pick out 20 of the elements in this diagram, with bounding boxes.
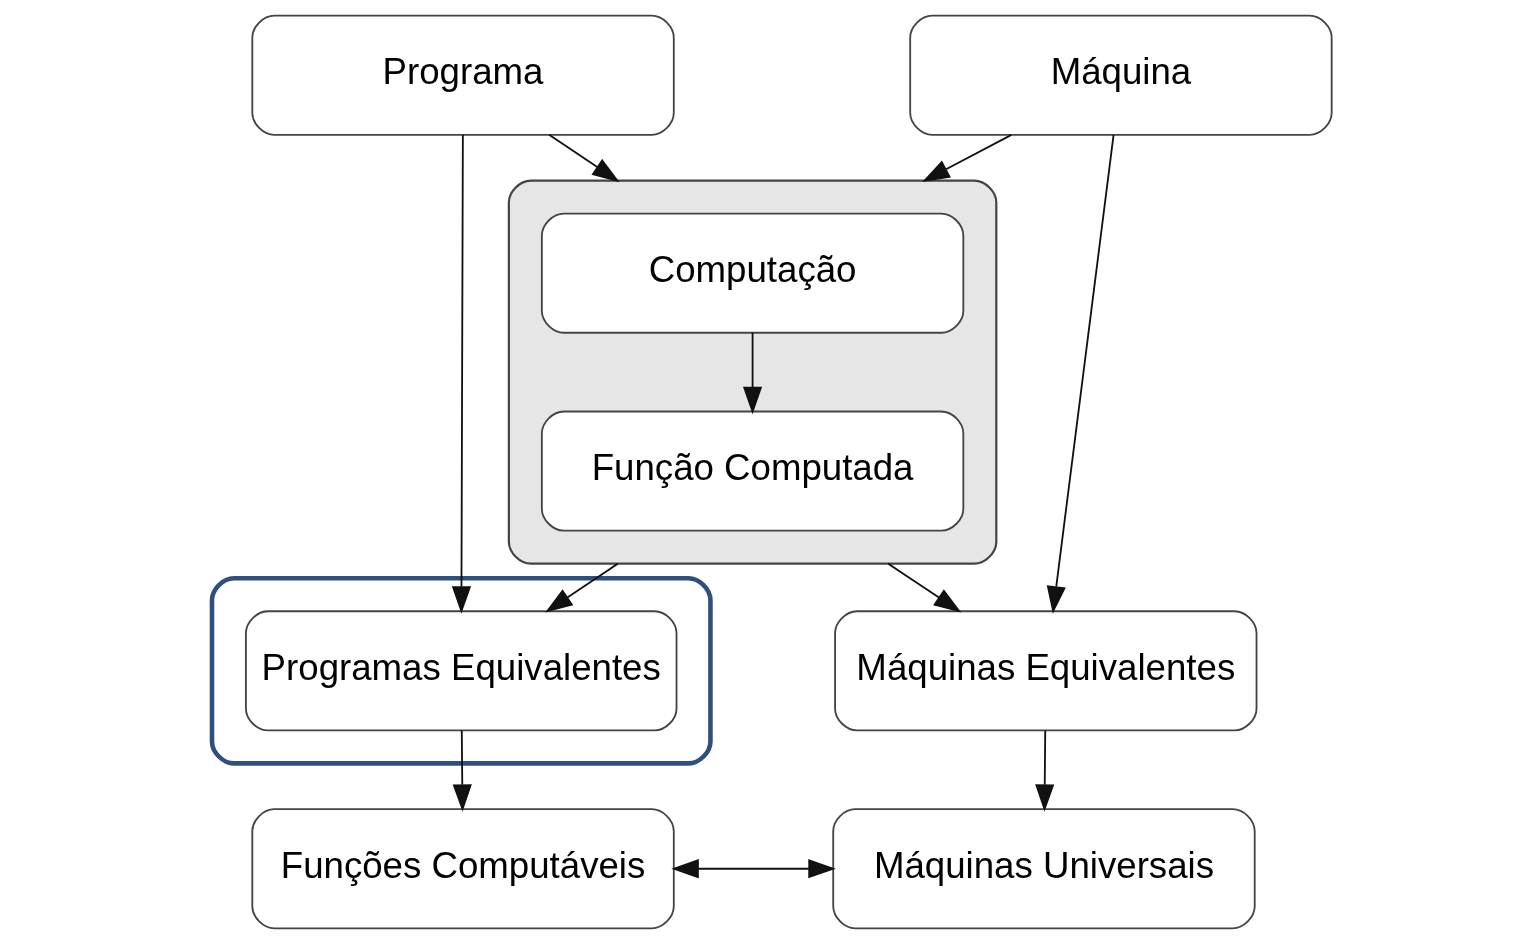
arrow	[451, 134, 471, 614]
node-box: Programas Equivalentes	[244, 610, 677, 732]
node-box: Função Computada	[540, 410, 964, 532]
node-box: Computação	[540, 212, 964, 334]
node-box: Máquinas Universais	[831, 808, 1256, 930]
node-box: Máquina	[908, 14, 1333, 136]
node-box: Máquinas Equivalentes	[833, 610, 1257, 732]
node-box: Funções Computáveis	[250, 808, 675, 930]
node-box: Programa	[250, 14, 675, 136]
arrow	[452, 729, 472, 812]
cluster	[507, 179, 997, 565]
arrow	[1034, 729, 1054, 812]
arrow	[547, 133, 620, 183]
arrow	[670, 859, 836, 879]
cluster	[209, 576, 713, 766]
arrow	[1046, 134, 1114, 614]
arrow	[921, 133, 1012, 182]
arrow	[544, 562, 619, 613]
arrow	[742, 331, 762, 415]
arrow	[886, 562, 961, 613]
